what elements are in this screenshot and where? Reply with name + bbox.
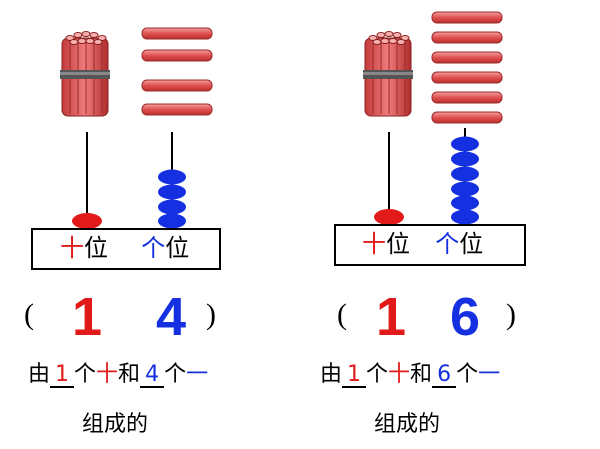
sent-right-p5: 个 [456, 362, 479, 387]
place-value-box-right [334, 224, 526, 266]
place-value-box-left [31, 228, 221, 270]
tens-suffix-right: 位 [386, 230, 410, 258]
sent-left-p2: 个 [74, 362, 97, 387]
sent-right-p4: 和 [410, 362, 433, 387]
tens-label-left: 十 [60, 234, 84, 262]
ten-stick-bundle-right [363, 31, 413, 117]
tens-label-right: 十 [362, 230, 386, 258]
paren-close-left: ) [206, 298, 216, 331]
tens-digit-left: 1 [72, 287, 103, 347]
line2-right: 组成的 [374, 412, 441, 437]
one-sticks-left [141, 27, 213, 116]
sent-right-p6: 一 [478, 362, 501, 387]
panel-left [31, 27, 221, 270]
sent-left-p3: 十 [96, 362, 119, 387]
sent-left-p1: 由 [28, 362, 51, 387]
ones-digit-right: 6 [450, 287, 481, 347]
place-label-right: 十位 个位 [362, 232, 483, 256]
blank-tens-right: 1 [342, 364, 367, 388]
blank-ones-left: 4 [140, 364, 165, 388]
sent-right-p3: 十 [388, 362, 411, 387]
sent-right-p2: 个 [366, 362, 389, 387]
ones-beads-left [158, 169, 186, 229]
ten-stick-bundle-left [60, 31, 110, 117]
one-sticks-right [431, 11, 503, 124]
ones-suffix-right: 位 [459, 230, 484, 258]
tens-bead-right [374, 209, 404, 225]
sent-right-p1: 由 [320, 362, 343, 387]
tens-bead-left [72, 213, 102, 229]
blank-ones-right: 6 [432, 364, 457, 388]
blank-tens-left: 1 [50, 364, 75, 388]
panel-right [334, 11, 526, 266]
paren-close-right: ) [506, 298, 516, 331]
ones-label-right: 个 [435, 230, 460, 258]
tens-digit-right: 1 [376, 287, 407, 347]
sent-left-p6: 一 [186, 362, 209, 387]
ones-beads-right [451, 136, 479, 225]
ones-label-left: 个 [141, 234, 166, 262]
sent-left-p5: 个 [164, 362, 187, 387]
ones-digit-left: 4 [156, 287, 187, 347]
sent-left-p4: 和 [118, 362, 141, 387]
tens-suffix-left: 位 [84, 234, 108, 262]
line2-left: 组成的 [82, 412, 149, 437]
place-label-left: 十位 个位 [60, 236, 189, 260]
ones-suffix-left: 位 [165, 234, 190, 262]
paren-open-right: ( [337, 298, 347, 331]
paren-open-left: ( [24, 298, 34, 331]
